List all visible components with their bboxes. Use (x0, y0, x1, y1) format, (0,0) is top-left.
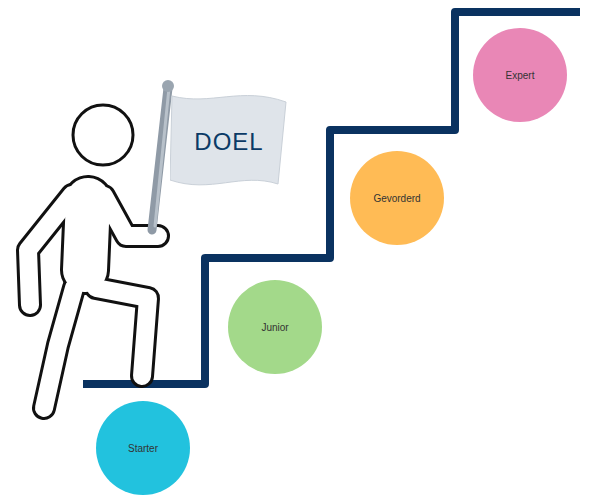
goal-flag: DOEL (170, 92, 288, 192)
flag-label: DOEL (194, 128, 263, 156)
flag-pole (152, 88, 168, 230)
figure-body (28, 195, 158, 408)
figure-head (73, 105, 133, 165)
flag-pole-highlight (155, 88, 169, 226)
level-label: Junior (261, 322, 288, 333)
flag-pole-tip (162, 80, 174, 92)
staircase (83, 12, 580, 384)
level-circle: Gevorderd (350, 151, 444, 245)
level-label: Gevorderd (373, 193, 420, 204)
level-circle: Expert (473, 28, 567, 122)
level-label: Expert (506, 70, 535, 81)
level-circle: Junior (228, 280, 322, 374)
level-circle: Starter (96, 401, 190, 495)
figure-outline (28, 195, 158, 408)
level-label: Starter (128, 443, 158, 454)
flag-shape (170, 96, 286, 185)
